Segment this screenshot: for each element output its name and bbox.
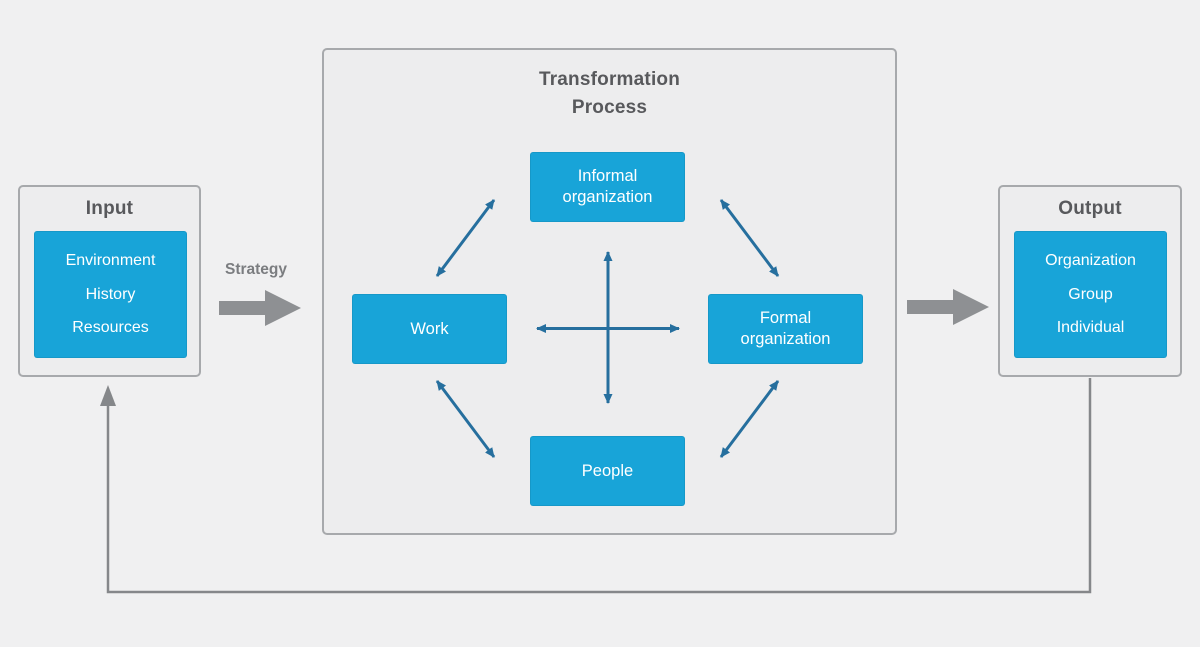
output-item-individual: Individual — [1056, 319, 1125, 337]
input-item-resources: Resources — [72, 319, 149, 337]
output-panel-title: Output — [1058, 198, 1122, 219]
node-work: Work — [352, 294, 507, 364]
input-item-environment: Environment — [65, 251, 156, 269]
transformation-panel-title: Transformation Process — [324, 66, 895, 122]
node-formal-organization: Formal organization — [708, 294, 863, 364]
transformation-title-line2: Process — [571, 97, 648, 118]
output-items-box: Organization Group Individual — [1014, 231, 1167, 358]
input-panel: Input Environment History Resources — [18, 185, 201, 377]
input-items-box: Environment History Resources — [34, 231, 187, 358]
output-panel: Output Organization Group Individual — [998, 185, 1182, 377]
output-item-organization: Organization — [1045, 251, 1136, 269]
strategy-arrow-icon — [219, 290, 301, 326]
node-people: People — [530, 436, 685, 506]
strategy-label: Strategy — [224, 261, 288, 278]
input-item-history: History — [85, 285, 136, 303]
input-panel-title: Input — [85, 198, 134, 219]
node-informal-organization: Informal organization — [530, 152, 685, 222]
output-item-group: Group — [1068, 285, 1113, 303]
output-arrow-icon — [907, 289, 989, 325]
feedback-arrowhead-icon — [100, 385, 116, 406]
transformation-title-line1: Transformation — [538, 69, 681, 90]
